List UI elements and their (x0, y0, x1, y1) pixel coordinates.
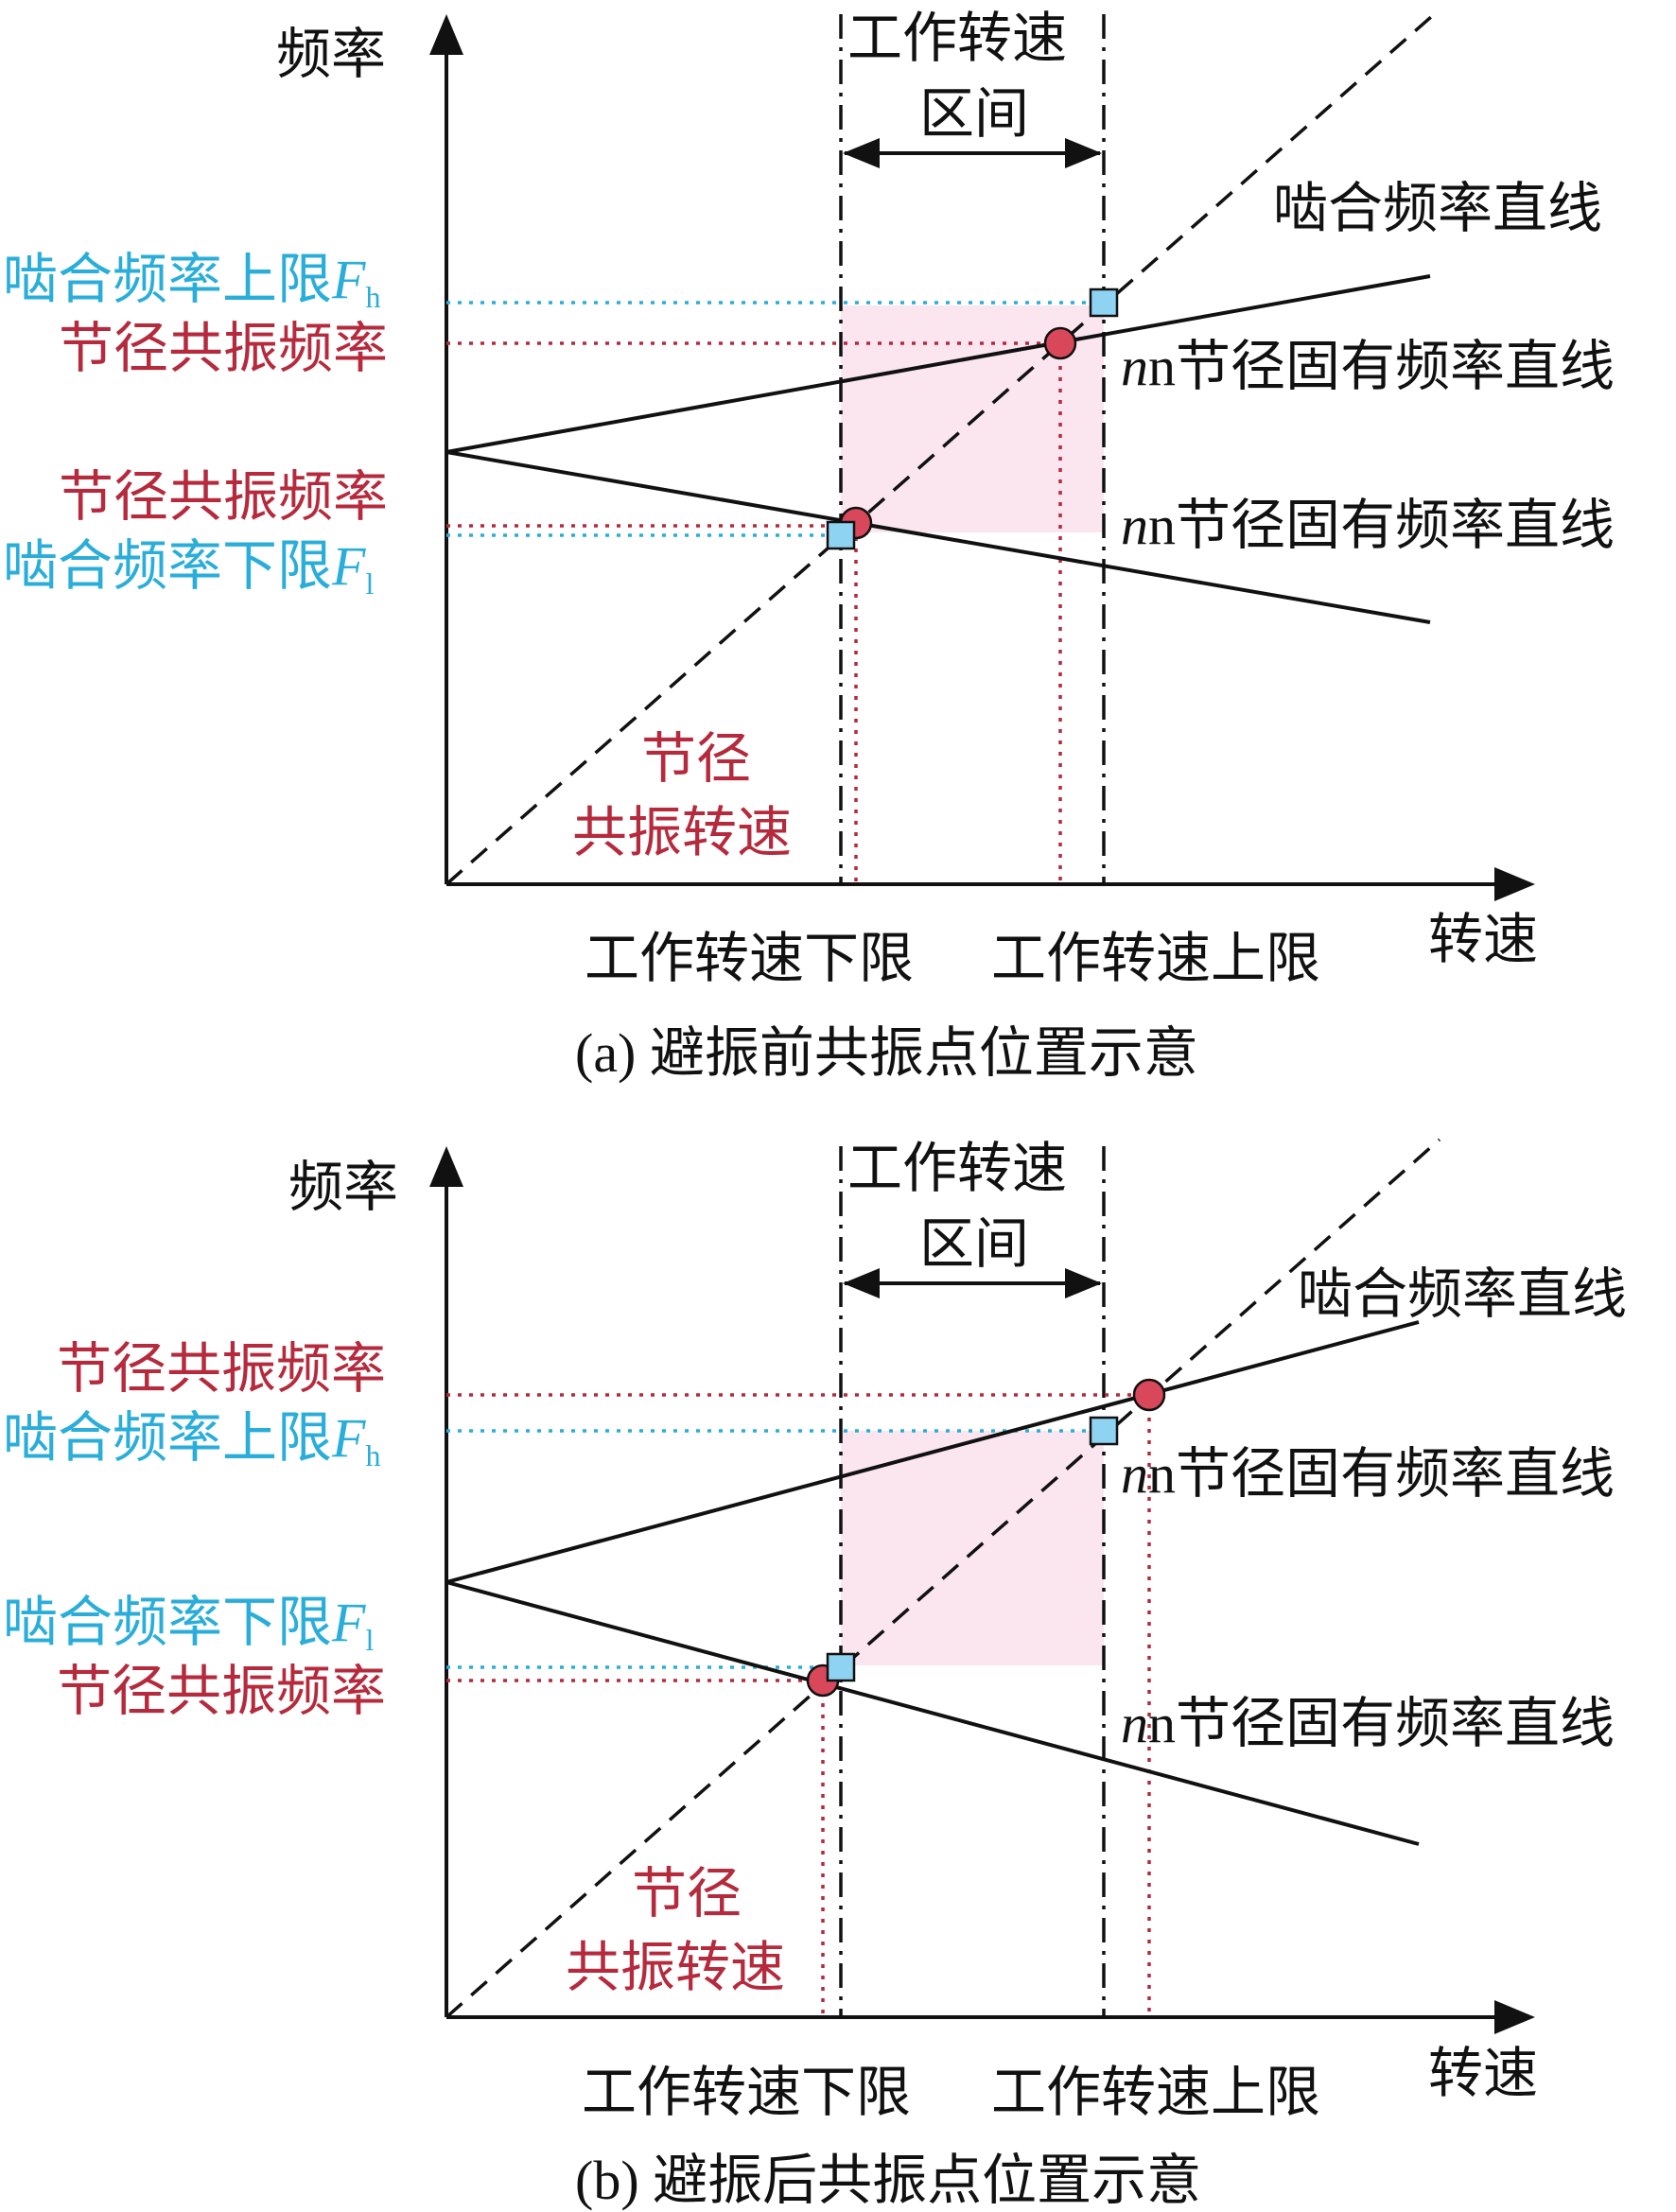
panel-a-diagram: 频率 转速 工作转速 区间 啮合频率直线 nn节径固有频率直线 nn节径固有频率… (3, 8, 1615, 1084)
nd-line-lower-label: nn节径固有频率直线 (1121, 495, 1615, 556)
nd-line-lower-label-text: n节径固有频率直线 (1148, 1693, 1615, 1754)
panel-a: 频率 转速 工作转速 区间 啮合频率直线 nn节径固有频率直线 nn节径固有频率… (3, 8, 1615, 1084)
x-tick-upper: 工作转速上限 (991, 2062, 1320, 2123)
y-axis-label: 频率 (288, 1157, 398, 1218)
res-speed-label-1: 节径 (632, 1863, 742, 1925)
res-freq-upper-label: 节径共振频率 (59, 318, 388, 379)
nd-line-upper-label: nn节径固有频率直线 (1121, 1443, 1615, 1505)
upper-limit-label: 啮合频率上限Fh (3, 249, 380, 314)
interval-label-1: 工作转速 (847, 1138, 1067, 1199)
mesh-line-label: 啮合频率直线 (1298, 1263, 1627, 1325)
x-axis-label: 转速 (1428, 2043, 1538, 2104)
lower-limit-label: 啮合频率下限Fl (3, 1592, 374, 1657)
nd-frequency-line-lower (445, 1580, 1420, 1846)
upper-limit-point (1089, 287, 1119, 318)
x-axis-arrow-icon (1494, 2000, 1535, 2034)
resonance-point-upper (1132, 1378, 1166, 1412)
res-speed-label-2: 共振转速 (572, 802, 792, 863)
nd-frequency-line-upper (445, 1320, 1420, 1584)
upper-limit-point (1089, 1416, 1119, 1446)
nd-frequency-line-lower (445, 450, 1431, 624)
interval-arrow-right-icon (1065, 138, 1102, 168)
nd-frequency-line-upper (445, 274, 1431, 454)
lower-limit-point (826, 520, 856, 550)
res-freq-lower-label: 节径共振频率 (57, 1661, 386, 1722)
nd-line-upper-label: nn节径固有频率直线 (1121, 336, 1615, 397)
mesh-line-label: 啮合频率直线 (1273, 178, 1602, 239)
lower-limit-label: 啮合频率下限Fl (3, 535, 374, 601)
mesh-frequency-line (445, 8, 1441, 886)
y-axis-label: 频率 (276, 24, 386, 85)
interval-arrow-left-icon (843, 1268, 880, 1298)
interval-arrow-right-icon (1065, 1268, 1102, 1298)
res-speed-label-2: 共振转速 (566, 1937, 785, 1998)
x-tick-lower: 工作转速下限 (582, 2062, 911, 2123)
x-tick-lower: 工作转速下限 (585, 928, 914, 989)
x-axis-arrow-icon (1494, 867, 1535, 901)
caption: (a) 避振前共振点位置示意 (575, 1022, 1198, 1084)
interval-arrow-left-icon (843, 138, 880, 168)
interval-label-2: 区间 (919, 83, 1029, 145)
mesh-frequency-line (445, 1138, 1441, 2019)
nd-line-lower-label: nn节径固有频率直线 (1121, 1693, 1615, 1754)
x-axis-label: 转速 (1428, 909, 1538, 970)
interval-label-1: 工作转速 (847, 8, 1067, 69)
y-axis-arrow-icon (429, 1146, 463, 1187)
x-tick-upper: 工作转速上限 (991, 928, 1320, 989)
panel-b: 频率 转速 工作转速 区间 啮合频率直线 nn节径固有频率直线 nn节径固有频率… (0, 1106, 1676, 2212)
nd-line-lower-label-text: n节径固有频率直线 (1148, 495, 1615, 556)
nd-line-upper-label-text: n节径固有频率直线 (1148, 336, 1615, 397)
panel-b-diagram: 频率 转速 工作转速 区间 啮合频率直线 nn节径固有频率直线 nn节径固有频率… (3, 1138, 1627, 2211)
res-speed-label-1: 节径 (641, 728, 751, 790)
nd-line-upper-label-text: n节径固有频率直线 (1148, 1443, 1615, 1505)
interval-label-2: 区间 (919, 1213, 1029, 1275)
y-axis-arrow-icon (429, 14, 463, 55)
res-freq-upper-label: 节径共振频率 (57, 1338, 386, 1400)
lower-limit-point (826, 1652, 856, 1682)
caption: (b) 避振后共振点位置示意 (575, 2150, 1201, 2211)
upper-limit-label: 啮合频率上限Fh (3, 1407, 380, 1472)
resonance-point-upper (1043, 326, 1077, 360)
shaded-overlap-region (841, 1431, 1104, 1665)
res-freq-lower-label: 节径共振频率 (59, 466, 388, 528)
